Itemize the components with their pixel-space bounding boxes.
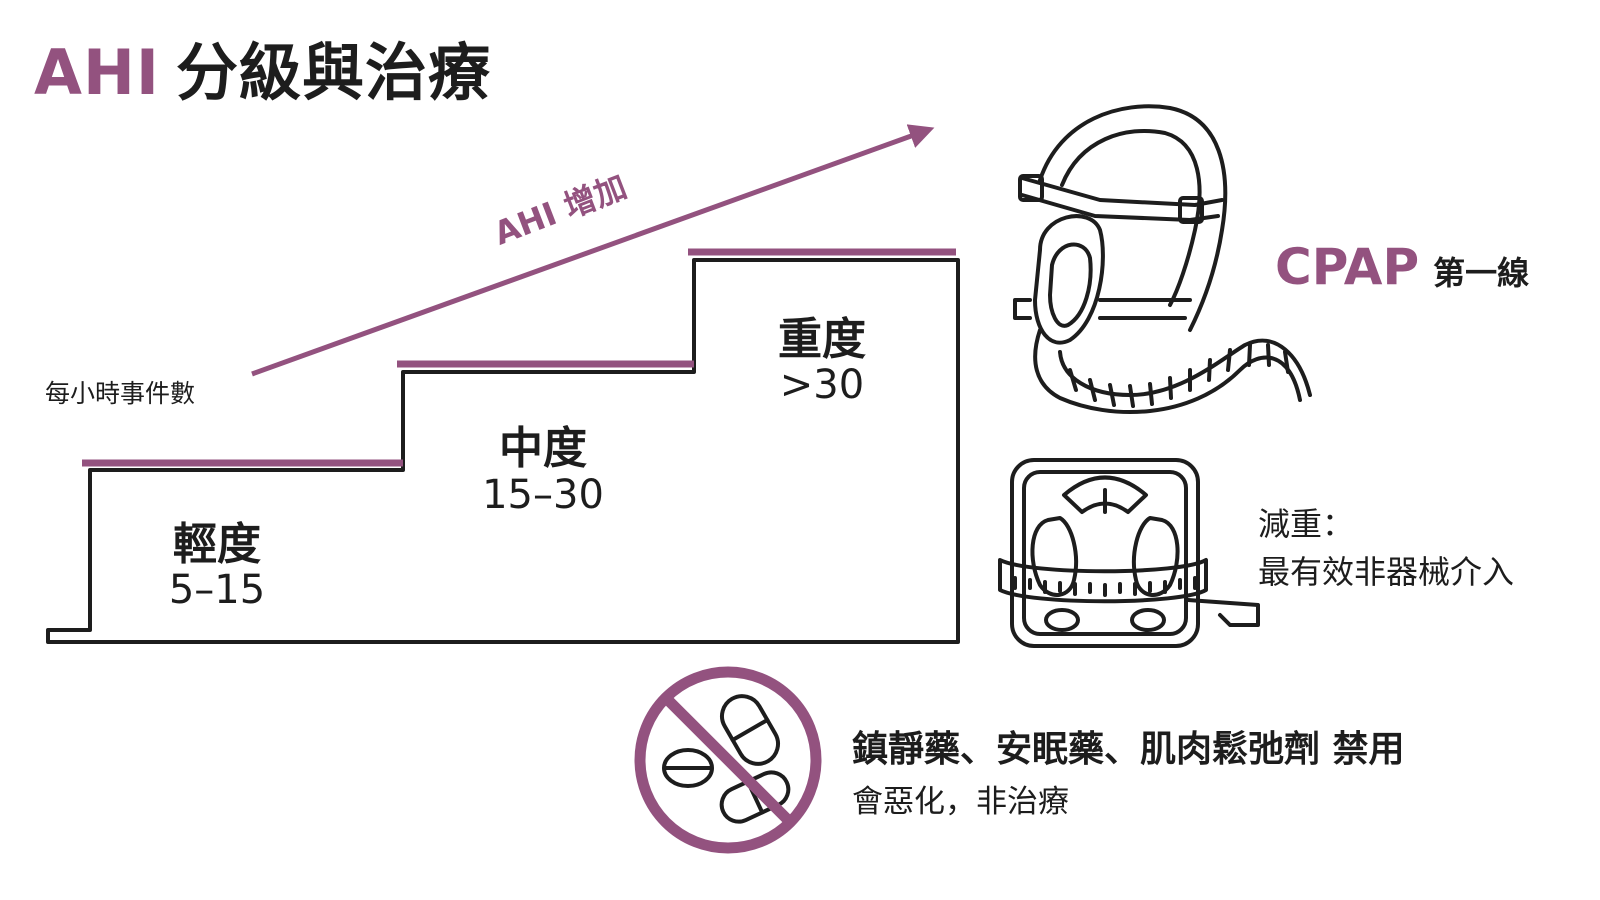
axis-label: 每小時事件數: [45, 379, 196, 408]
weight-loss-note: 最有效非器械介入: [1258, 553, 1515, 591]
step-severe-range: >30: [779, 362, 865, 408]
staircase: [46, 248, 960, 644]
title-accent: AHI: [34, 36, 160, 109]
step-severe-name: 重度: [778, 314, 866, 365]
cpap-note: 第一線: [1433, 254, 1530, 292]
cpap-label: CPAP 第一線: [1275, 238, 1529, 296]
weight-loss-label: 減重： 最有效非器械介入: [1258, 500, 1514, 596]
drugs-warning: 鎮靜藥、安眠藥、肌肉鬆弛劑 禁用: [852, 729, 1405, 770]
scale-tape-icon: [998, 458, 1260, 648]
ahi-increase-arrow: [251, 124, 935, 377]
drugs-note: 會惡化，非治療: [852, 784, 1069, 820]
cpap-mask-icon: [1013, 104, 1312, 415]
step-mild-name: 輕度: [173, 519, 261, 570]
step-mild-range: 5–15: [168, 567, 266, 613]
step-moderate-range: 15–30: [482, 472, 604, 518]
title-rest: 分級與治療: [175, 36, 491, 109]
step-moderate-name: 中度: [499, 423, 587, 474]
weight-loss-title: 減重：: [1258, 505, 1355, 543]
cpap-title: CPAP: [1275, 238, 1420, 296]
no-pills-icon: [634, 666, 822, 854]
